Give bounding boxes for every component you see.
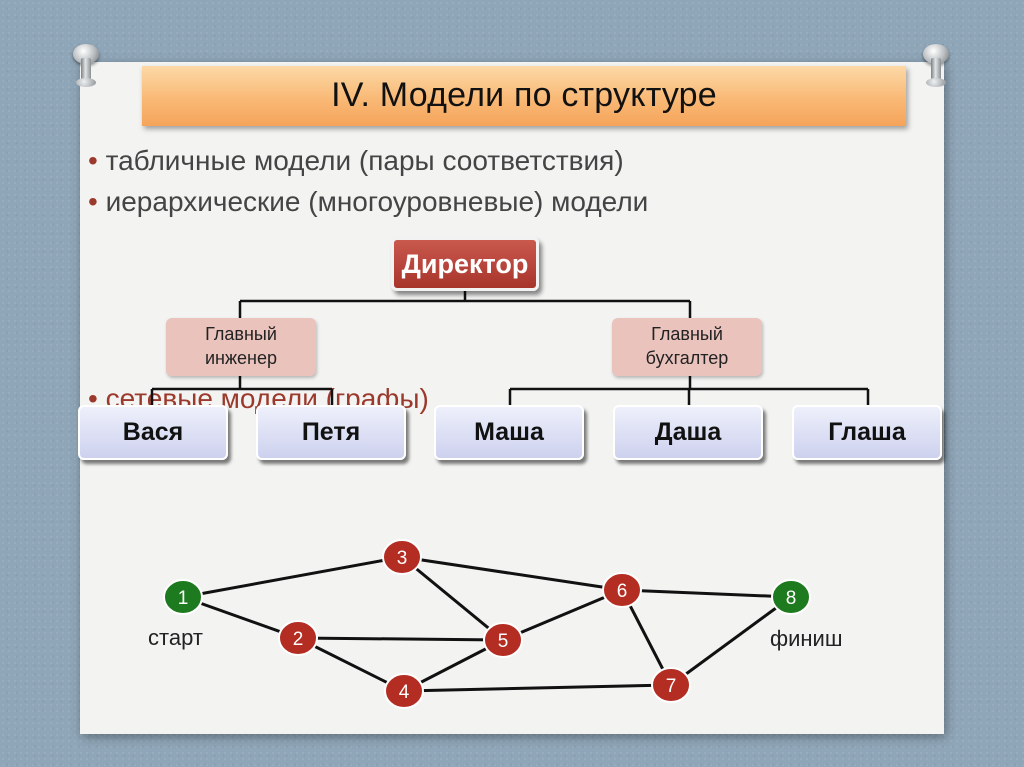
graph-node-circle bbox=[278, 620, 318, 656]
graph-node-6: 6 bbox=[602, 572, 642, 608]
graph-node-3: 3 bbox=[382, 539, 422, 575]
graph-edge bbox=[670, 595, 792, 687]
chief-engineer-box: Главный инженер bbox=[166, 318, 316, 376]
bullet-item: иерархические (многоуровневые) модели bbox=[88, 181, 649, 222]
graph-node-circle bbox=[384, 673, 424, 709]
graph-node-circle bbox=[771, 579, 811, 615]
box-label: Главный bbox=[651, 324, 723, 344]
chief-accountant-box: Главный бухгалтер bbox=[612, 318, 762, 376]
slide-title: IV. Модели по структуре bbox=[331, 76, 717, 114]
graph-node-8: 8 bbox=[771, 579, 811, 615]
pushpin-icon bbox=[920, 44, 952, 88]
graph-node-label: 8 bbox=[786, 588, 797, 609]
graph-node-circle bbox=[602, 572, 642, 608]
start-label: старт bbox=[148, 625, 203, 650]
box-label: инженер bbox=[204, 348, 277, 368]
graph-node-circle bbox=[163, 579, 203, 615]
graph-node-label: 3 bbox=[397, 548, 408, 569]
graph-node-label: 2 bbox=[293, 629, 304, 650]
graph-node-circle bbox=[651, 667, 691, 703]
graph-node-label: 7 bbox=[666, 676, 677, 697]
employee-box: Маша bbox=[434, 405, 584, 460]
graph-node-label: 1 bbox=[178, 588, 189, 609]
graph-edge bbox=[401, 555, 504, 642]
graph-edge bbox=[621, 588, 792, 599]
graph-edge bbox=[182, 595, 299, 640]
director-box: Директор bbox=[391, 237, 539, 291]
graph-edge bbox=[297, 636, 405, 693]
graph-edge bbox=[401, 555, 623, 592]
graph-node-7: 7 bbox=[651, 667, 691, 703]
graph-edge bbox=[502, 588, 623, 642]
pushpin-icon bbox=[70, 44, 102, 88]
employee-box: Вася bbox=[78, 405, 228, 460]
bullet-list: табличные модели (пары соответствия) иер… bbox=[88, 140, 649, 222]
employee-box: Петя bbox=[256, 405, 406, 460]
graph-node-circle bbox=[483, 622, 523, 658]
graph-node-2: 2 bbox=[278, 620, 318, 656]
graph-node-4: 4 bbox=[384, 673, 424, 709]
employee-box: Даша bbox=[613, 405, 763, 460]
graph-edge bbox=[182, 555, 403, 599]
graph-node-1: 1 bbox=[163, 579, 203, 615]
bullet-item: табличные модели (пары соответствия) bbox=[88, 140, 648, 181]
graph-node-label: 6 bbox=[617, 581, 628, 602]
finish-label: финиш bbox=[770, 626, 843, 651]
graph-edge bbox=[297, 636, 504, 642]
graph-node-circle bbox=[382, 539, 422, 575]
graph-node-label: 4 bbox=[399, 682, 410, 703]
graph-node-label: 5 bbox=[498, 631, 509, 652]
box-label: Главный bbox=[205, 324, 277, 344]
graph-edge bbox=[403, 683, 672, 693]
graph-node-5: 5 bbox=[483, 622, 523, 658]
employee-box: Глаша bbox=[792, 405, 942, 460]
title-bar: IV. Модели по структуре bbox=[142, 66, 906, 126]
box-label: бухгалтер bbox=[645, 348, 729, 368]
